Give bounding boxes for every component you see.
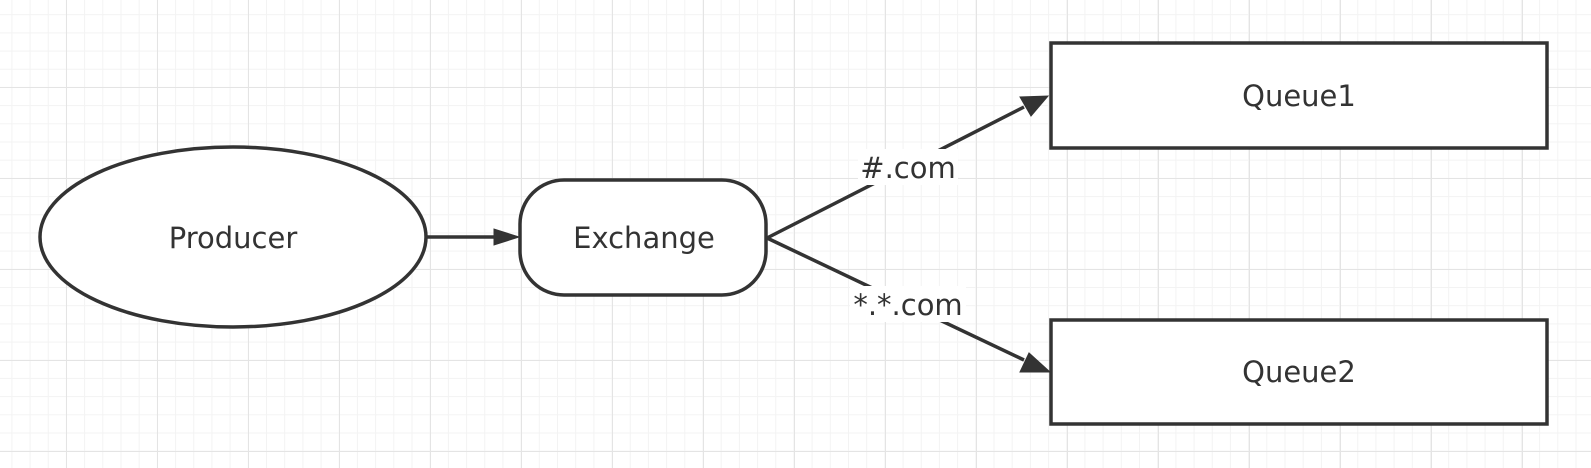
node-queue2[interactable]: Queue2 (1049, 318, 1549, 426)
producer-label: Producer (169, 221, 298, 255)
edge-label-queue2: *.*.com (850, 286, 966, 322)
edge-producer-exchange[interactable] (427, 228, 521, 246)
queue2-label: Queue2 (1242, 355, 1356, 389)
arrowhead-icon (1019, 352, 1052, 373)
arrowhead-icon (1019, 95, 1050, 117)
edge-label-queue1: #.com (858, 149, 958, 185)
arrowhead-icon (493, 228, 521, 246)
routing-key-label-queue1: #.com (860, 151, 955, 185)
node-exchange[interactable]: Exchange (518, 178, 768, 297)
queue1-label: Queue1 (1242, 79, 1356, 113)
exchange-label: Exchange (573, 221, 715, 255)
routing-key-label-queue2: *.*.com (853, 288, 962, 322)
node-producer[interactable]: Producer (38, 145, 428, 329)
node-queue1[interactable]: Queue1 (1049, 41, 1549, 150)
